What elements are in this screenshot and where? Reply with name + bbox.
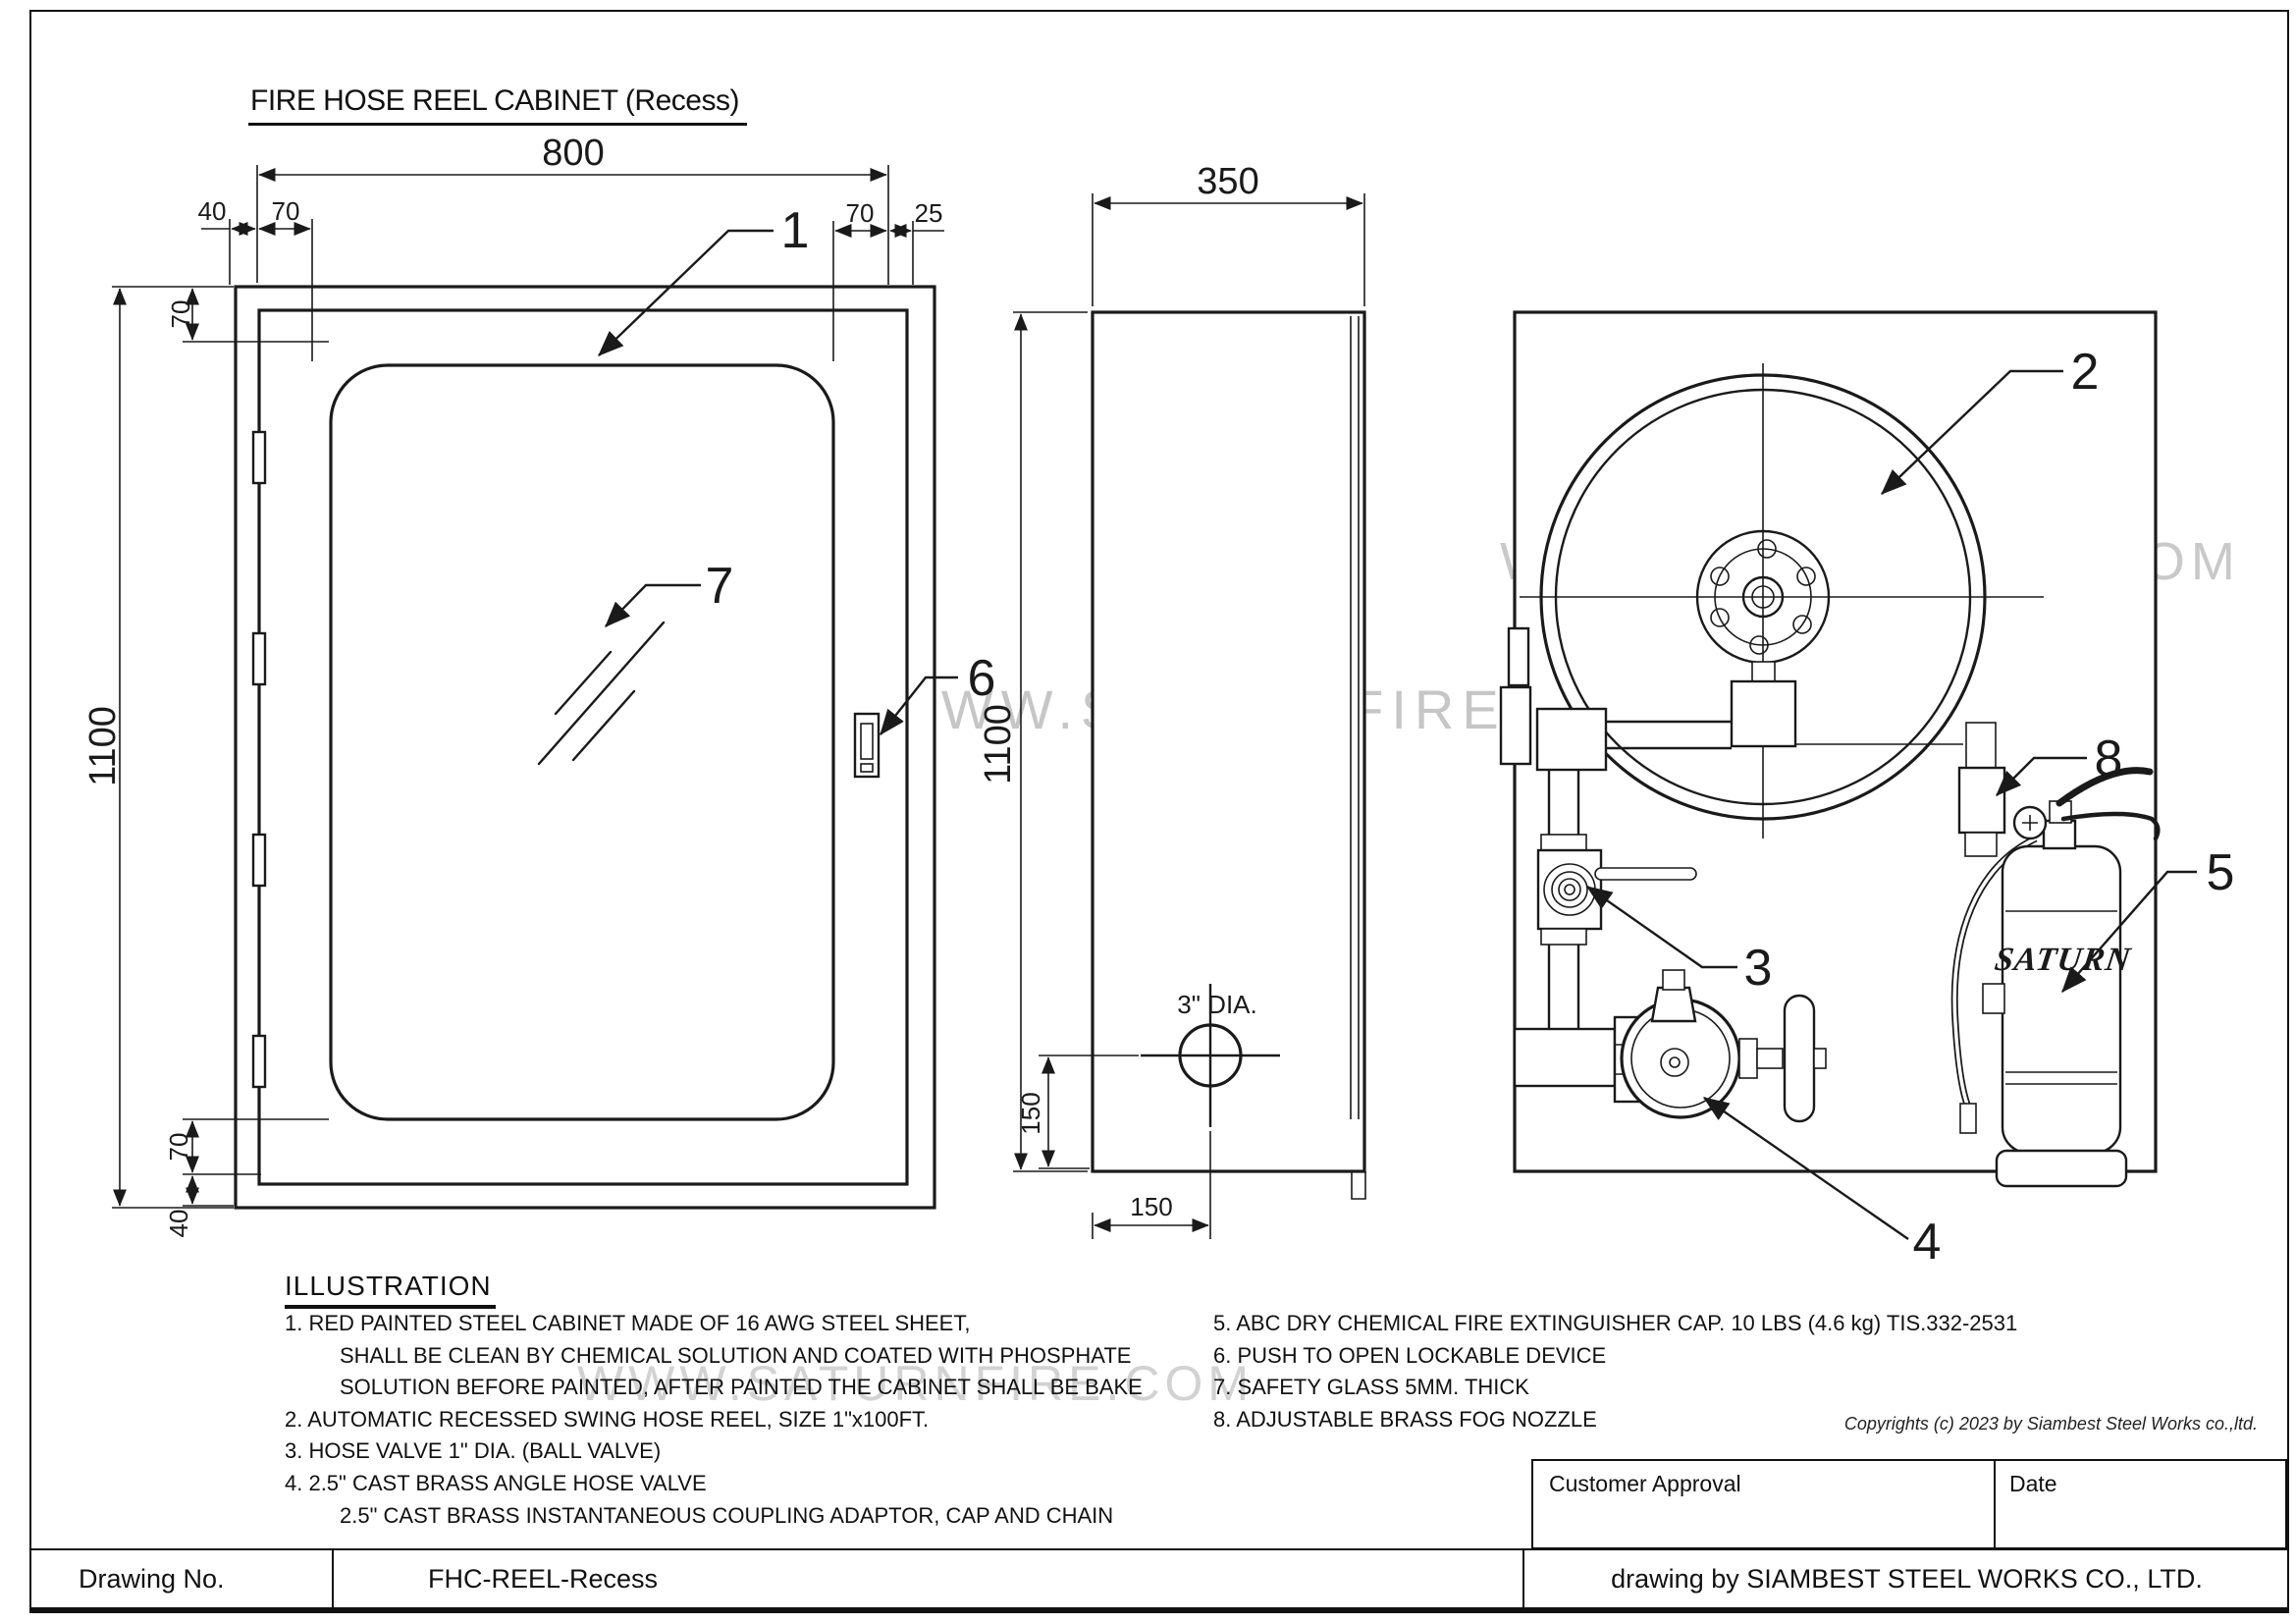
callout-door: 1 xyxy=(781,202,810,259)
note-item: SHALL BE CLEAN BY CHEMICAL SOLUTION AND … xyxy=(340,1342,1132,1368)
side-view-dimensions: 350 1100 150 150 xyxy=(978,161,1365,1239)
callout-hose-valve: 3 xyxy=(1744,940,1773,997)
note-item: 3. HOSE VALVE 1" DIA. (BALL VALVE) xyxy=(285,1438,662,1464)
dim-label-offset: 150 xyxy=(1130,1192,1172,1221)
title-block: Drawing No. FHC-REEL-Recess drawing by S… xyxy=(29,1548,2289,1613)
carry-handle xyxy=(2056,767,2154,807)
callout-leader xyxy=(1881,369,2063,495)
callout-leader xyxy=(1996,756,2087,796)
callout-leader xyxy=(1702,1097,1909,1240)
copyright-note: Copyrights (c) 2023 by Siambest Steel Wo… xyxy=(1843,1414,2258,1434)
dim-label-inset: 70 xyxy=(164,1133,193,1162)
callout-angle-valve: 4 xyxy=(1913,1214,1942,1271)
dim-label-offset: 150 xyxy=(1016,1092,1045,1134)
squeeze-lever xyxy=(2060,811,2161,841)
approval-table: Customer Approval Date xyxy=(1531,1459,2287,1549)
callout-lock: 6 xyxy=(968,650,996,707)
dim-label-offset: 40 xyxy=(164,1210,193,1238)
glass-symbol xyxy=(537,621,666,766)
notes-heading: ILLUSTRATION xyxy=(285,1271,496,1309)
hose-reel xyxy=(1539,373,1987,821)
note-item: SOLUTION BEFORE PAINTED, AFTER PAINTED T… xyxy=(340,1375,1143,1400)
door-latch xyxy=(853,712,881,779)
dim-label-offset: 40 xyxy=(198,196,227,226)
dim-label-width: 800 xyxy=(542,133,604,174)
interior-callouts: 2 8 5 3 4 xyxy=(1585,344,2235,1271)
dim-label-inset: 70 xyxy=(166,300,195,329)
fog-nozzle-bracket xyxy=(1957,722,2006,857)
side-view: 3" DIA. xyxy=(1091,310,1366,1200)
note-item: 1. RED PAINTED STEEL CABINET MADE OF 16 … xyxy=(285,1311,971,1335)
note-item: 4. 2.5" CAST BRASS ANGLE HOSE VALVE xyxy=(285,1470,707,1495)
notes-right-column: 5. ABC DRY CHEMICAL FIRE EXTINGUISHER CA… xyxy=(1213,1308,2017,1435)
notes-left-column: 1. RED PAINTED STEEL CABINET MADE OF 16 … xyxy=(285,1308,1143,1532)
callout-extinguisher: 5 xyxy=(2207,844,2235,901)
callout-leader xyxy=(605,583,701,627)
callout-leader xyxy=(2061,870,2197,993)
drawing-credit: drawing by SIAMBEST STEEL WORKS CO., LTD… xyxy=(1611,1563,2203,1594)
dim-label-height: 1100 xyxy=(978,704,1019,784)
drawing-no-label: Drawing No. xyxy=(29,1550,334,1607)
note-item: 2. AUTOMATIC RECESSED SWING HOSE REEL, S… xyxy=(285,1406,930,1432)
interior-view: SATURN 2 8 5 3 4 xyxy=(1499,310,2235,1271)
note-item: 8. ADJUSTABLE BRASS FOG NOZZLE xyxy=(1213,1406,1597,1432)
callout-leader xyxy=(880,676,958,736)
note-item: 5. ABC DRY CHEMICAL FIRE EXTINGUISHER CA… xyxy=(1213,1311,2018,1335)
front-view xyxy=(234,285,936,1210)
dim-label-depth: 350 xyxy=(1197,161,1258,202)
callout-leader xyxy=(1585,886,1737,969)
hose-valve-assembly xyxy=(1499,626,1697,1088)
hinge-mark xyxy=(251,1034,267,1089)
hinge-mark xyxy=(251,430,267,485)
callout-glass: 7 xyxy=(706,558,734,615)
dim-label-inset: 70 xyxy=(846,198,875,228)
hinge-mark xyxy=(251,833,267,888)
dim-label-offset: 25 xyxy=(915,198,943,228)
watermark-text: WWW.SATURNFIRE.COM xyxy=(577,1356,1254,1411)
note-item: 2.5" CAST BRASS INSTANTANEOUS COUPLING A… xyxy=(340,1502,1114,1528)
hole-diameter-label: 3" DIA. xyxy=(1177,990,1256,1019)
door-edge-lines xyxy=(1350,316,1360,1119)
page-title: FIRE HOSE REEL CABINET (Recess) xyxy=(248,84,747,126)
drawing-no-value: FHC-REEL-Recess xyxy=(334,1550,1524,1607)
note-item: 6. PUSH TO OPEN LOCKABLE DEVICE xyxy=(1213,1342,1607,1368)
front-view-callouts: 1 7 6 xyxy=(598,202,996,736)
callout-reel: 2 xyxy=(2071,344,2100,401)
customer-approval-cell: Customer Approval xyxy=(1533,1461,1996,1547)
angle-hose-valve xyxy=(1613,969,1827,1123)
dim-label-height: 1100 xyxy=(82,706,124,786)
callout-leader xyxy=(598,229,774,356)
date-cell: Date xyxy=(2009,1471,2057,1496)
fire-extinguisher: SATURN xyxy=(1950,767,2161,1188)
hinge-mark xyxy=(251,631,267,686)
dim-label-inset: 70 xyxy=(272,196,300,226)
valve-lever xyxy=(1594,867,1697,881)
callout-nozzle: 8 xyxy=(2095,730,2123,787)
front-view-dimensions: 800 40 70 70 25 70 1100 70 40 xyxy=(82,133,944,1237)
note-item: 7. SAFETY GLASS 5MM. THICK xyxy=(1213,1375,1529,1400)
